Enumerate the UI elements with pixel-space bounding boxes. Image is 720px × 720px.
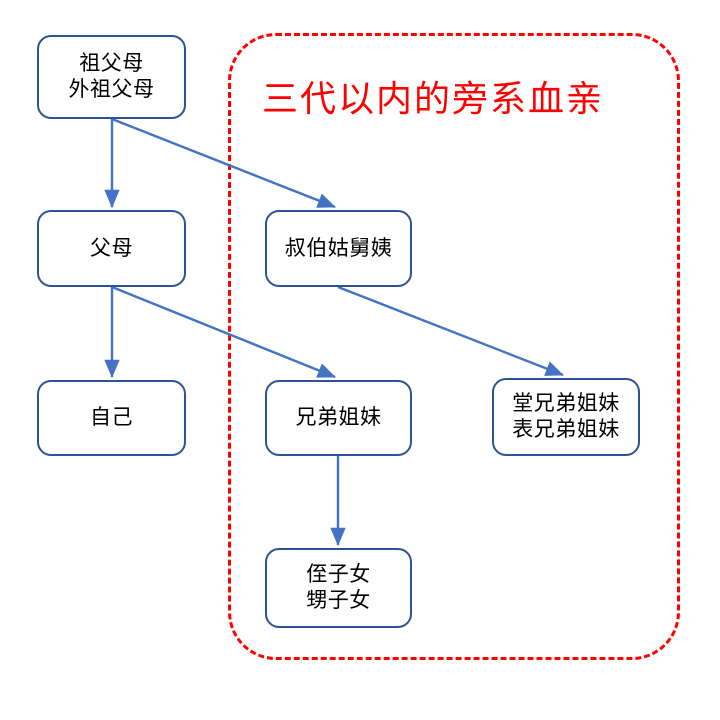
node-uncles-aunts[interactable]: 叔伯姑舅姨 <box>265 210 412 287</box>
node-cousins[interactable]: 堂兄弟姐妹 表兄弟姐妹 <box>492 378 640 456</box>
node-parents[interactable]: 父母 <box>37 210 186 287</box>
node-grandparents[interactable]: 祖父母 外祖父母 <box>37 35 186 119</box>
node-siblings[interactable]: 兄弟姐妹 <box>265 380 412 456</box>
node-nephews[interactable]: 侄子女 甥子女 <box>265 548 412 628</box>
node-self[interactable]: 自己 <box>37 380 186 456</box>
group-title-label: 三代以内的旁系血亲 <box>262 79 605 120</box>
